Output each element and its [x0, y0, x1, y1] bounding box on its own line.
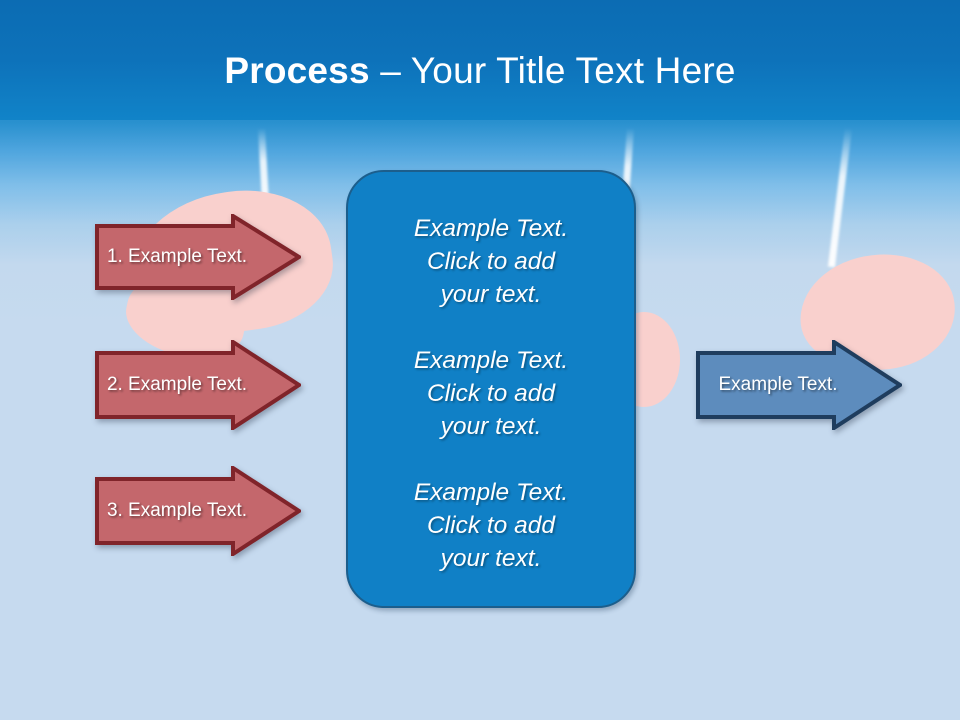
process-arrow-2[interactable]: 2. Example Text. — [95, 340, 301, 430]
arrow-right-icon — [95, 214, 301, 300]
page-title-rest: – Your Title Text Here — [369, 50, 736, 91]
process-arrow-result[interactable]: Example Text. — [696, 340, 902, 430]
panel-text-block-2: Example Text. Click to add your text. — [413, 347, 569, 440]
process-arrow-result-label: Example Text. — [718, 374, 838, 395]
process-arrow-1[interactable]: 1. Example Text. — [95, 214, 301, 300]
panel-text-block-1: Example Text. Click to add your text. — [413, 215, 569, 308]
arrow-right-icon — [95, 340, 301, 430]
panel-text-block-3: Example Text. Click to add your text. — [413, 479, 569, 572]
arrow-right-icon — [95, 466, 301, 556]
process-arrow-3[interactable]: 3. Example Text. — [95, 466, 301, 556]
page-title-strong: Process — [224, 50, 370, 91]
center-text-panel[interactable]: Example Text. Click to add your text. Ex… — [346, 170, 636, 608]
arrow-right-icon — [696, 340, 902, 430]
process-arrow-2-label: 2. Example Text. — [106, 374, 248, 395]
process-arrow-3-label: 3. Example Text. — [106, 500, 248, 521]
process-arrow-1-label: 1. Example Text. — [106, 246, 248, 267]
page-title: Process – Your Title Text Here — [0, 48, 960, 94]
